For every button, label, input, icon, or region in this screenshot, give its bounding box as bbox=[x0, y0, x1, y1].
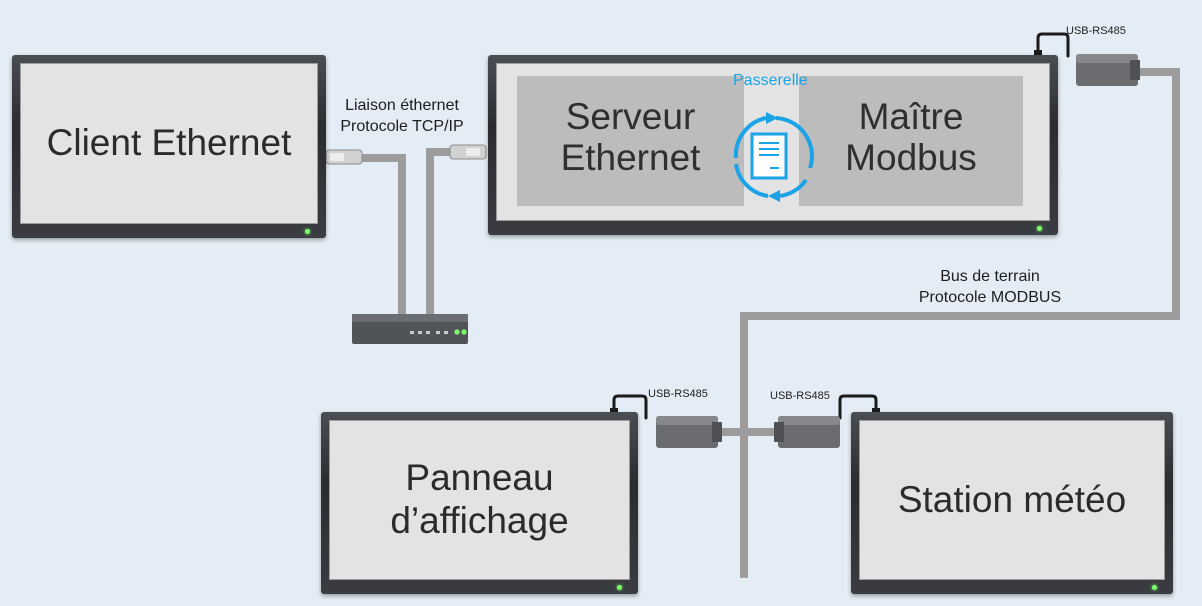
modbus-bus-cable bbox=[716, 68, 1180, 578]
usb-cables bbox=[612, 32, 1070, 420]
ethernet-connector-left bbox=[325, 149, 363, 165]
server-line-2: Ethernet bbox=[560, 137, 701, 178]
network-switch bbox=[352, 314, 468, 344]
client-ethernet-title: Client Ethernet bbox=[46, 122, 292, 164]
master-line-2: Modbus bbox=[845, 137, 977, 178]
server-line-1: Serveur bbox=[565, 96, 696, 137]
usb-rs485-adapter-top bbox=[1076, 54, 1140, 86]
display-panel-monitor: Panneau d’affichage bbox=[321, 412, 638, 594]
usb-rs485-label-left: USB-RS485 bbox=[648, 388, 708, 400]
modbus-master-panel: Maître Modbus bbox=[799, 76, 1023, 206]
fieldbus-line-2: Protocole MODBUS bbox=[918, 289, 1062, 306]
weather-station-title: Station météo bbox=[897, 478, 1127, 520]
power-led bbox=[305, 229, 310, 234]
master-line-1: Maître bbox=[858, 96, 964, 137]
power-led bbox=[1152, 585, 1157, 590]
usb-rs485-adapter-right bbox=[774, 416, 840, 448]
display-panel-line-2: d’affichage bbox=[390, 500, 569, 541]
usb-rs485-label-top: USB-RS485 bbox=[1066, 25, 1126, 37]
ethernet-cables bbox=[360, 148, 466, 318]
power-led bbox=[1037, 226, 1042, 231]
passerelle-label: Passerelle bbox=[733, 72, 808, 89]
gateway-screen: Serveur Ethernet Maître Modbus bbox=[496, 63, 1050, 221]
power-led bbox=[617, 585, 622, 590]
ethernet-link-label: Liaison éthernet Protocole TCP/IP bbox=[322, 95, 482, 137]
gateway-sync-icon bbox=[733, 112, 814, 202]
client-ethernet-monitor: Client Ethernet bbox=[12, 55, 326, 238]
usb-rs485-label-right: USB-RS485 bbox=[770, 390, 830, 402]
client-screen: Client Ethernet bbox=[20, 63, 318, 224]
weather-station-screen: Station météo bbox=[859, 420, 1165, 580]
display-panel-line-1: Panneau bbox=[405, 457, 554, 499]
ethernet-connector-right bbox=[449, 144, 487, 160]
gateway-monitor: Serveur Ethernet Maître Modbus bbox=[488, 55, 1058, 235]
ethernet-link-line-1: Liaison éthernet bbox=[345, 97, 459, 114]
server-ethernet-panel: Serveur Ethernet bbox=[517, 76, 744, 206]
ethernet-link-line-2: Protocole TCP/IP bbox=[340, 118, 464, 135]
usb-rs485-adapter-left bbox=[656, 416, 722, 448]
fieldbus-line-1: Bus de terrain bbox=[940, 268, 1040, 285]
weather-station-monitor: Station météo bbox=[851, 412, 1173, 594]
fieldbus-label: Bus de terrain Protocole MODBUS bbox=[880, 266, 1100, 308]
display-panel-screen: Panneau d’affichage bbox=[329, 420, 630, 580]
